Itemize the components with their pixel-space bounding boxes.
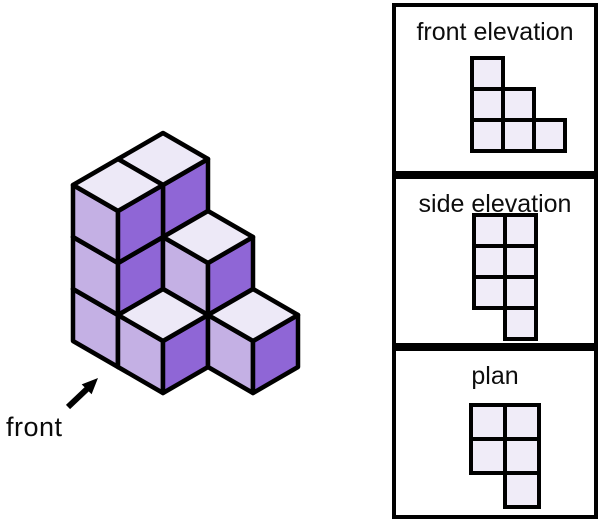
isometric-cubes-figure (65, 130, 301, 410)
panel-title-front-elevation: front elevation (416, 18, 574, 46)
panel-title-plan: plan (471, 362, 519, 390)
plan-shape (469, 403, 541, 509)
side-elevation-shape (472, 213, 538, 341)
front-elevation-shape (470, 56, 567, 153)
front-label: front (6, 412, 63, 442)
panel-side-elevation: side elevation (392, 175, 598, 347)
cube-stack (70, 130, 301, 396)
front-direction-arrow-icon (65, 378, 98, 410)
